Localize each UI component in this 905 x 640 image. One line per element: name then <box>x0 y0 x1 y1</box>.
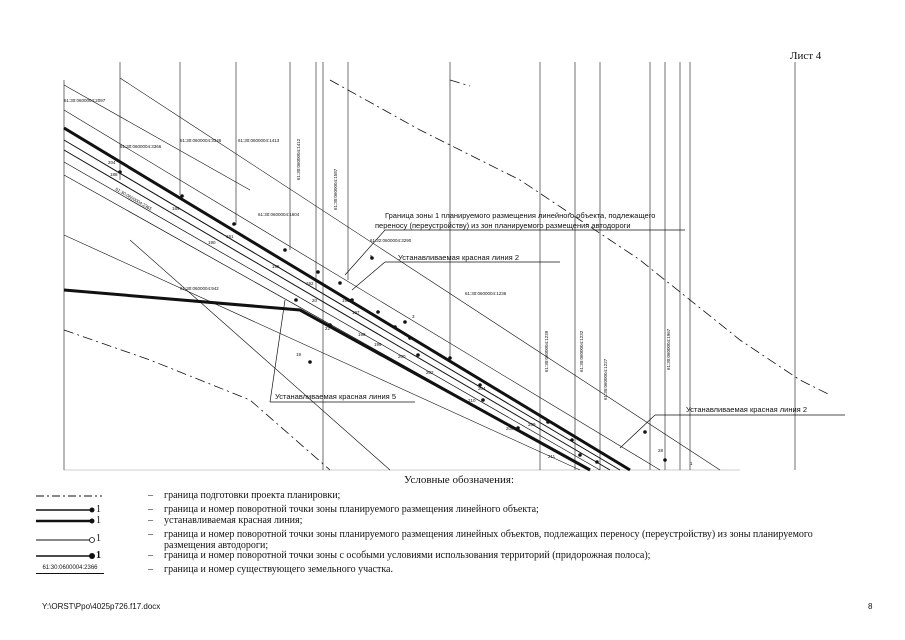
legend-item: 1 – устанавливаемая красная линия; <box>36 515 866 529</box>
parcel-label: 61:30:0600004:3346 <box>180 138 222 143</box>
point-label: 191 <box>226 234 234 239</box>
point-label: 195 <box>272 264 280 269</box>
turning-points <box>118 170 667 464</box>
parcel-label: 61:30:0600004:1236 <box>465 291 507 296</box>
point-label: 1 <box>690 461 693 466</box>
parcel-label: 61:30:0600004:1239 <box>544 330 549 372</box>
point-label: 19 <box>296 352 302 357</box>
legend-title: Условные обозначения: <box>404 474 515 486</box>
parcel-label: 61:30:0600004:1227 <box>603 358 608 400</box>
parcel-label: 61:30:0600004:2097 <box>64 98 106 103</box>
point-label: 200 <box>398 354 406 359</box>
point-label: 198 <box>358 332 366 337</box>
vertical-parcel-lines <box>119 62 796 470</box>
open-circle-line-symbol <box>36 537 95 543</box>
point-label: 209 <box>528 422 536 427</box>
legend-item: 61:30:0600004:2366 – граница и номер сущ… <box>36 564 866 578</box>
parcel-label: 61:30:0600004:1413 <box>238 138 280 143</box>
red-line-symbol <box>36 518 95 524</box>
parcel-label: 61:30:0600004:1412 <box>296 138 301 180</box>
point-label: 22 <box>325 326 331 331</box>
parcel-label: 61:30:0600004:1604 <box>258 212 300 217</box>
site-plan-drawing: 61:30:0600004:2097 61:30:0600004:3366 61… <box>63 62 845 472</box>
callout-red-line-2-right: Устанавливаемая красная линия 2 <box>686 405 807 414</box>
point-label: 192 <box>306 281 314 286</box>
file-path-footer: Y:\ORST\Ppo\4025p726.f17.docx <box>42 602 161 611</box>
point-label: 208 <box>506 426 514 431</box>
point-label: 210 <box>468 398 476 403</box>
callout-zone1-line1: Граница зоны 1 планируемого размещения л… <box>385 211 655 220</box>
point-label: 189 <box>172 206 180 211</box>
point-label: 5 <box>370 254 373 259</box>
point-label: 188 <box>110 172 118 177</box>
point-label: 199 <box>374 342 382 347</box>
sheet-label: Лист 4 <box>790 50 822 62</box>
point-label: 196 <box>342 298 350 303</box>
parcel-label: 61:30:0600004:3366 <box>120 144 162 149</box>
point-label: 204 <box>108 160 116 165</box>
callout-leaders <box>269 229 845 449</box>
planning-boundary-bottom <box>63 329 331 471</box>
legend-item: 1 – граница и номер поворотной точки зон… <box>36 504 866 518</box>
parcel-label: 61:30:0600004:942 <box>180 286 219 291</box>
point-label: 197 <box>352 310 360 315</box>
parcel-label: 61:30:0600004:1232 <box>579 330 584 372</box>
point-label: 202 <box>426 370 434 375</box>
callout-red-line-2-top: Устанавливаемая красная линия 2 <box>398 253 519 262</box>
legend-item: 1 – граница и номер поворотной точки зон… <box>36 550 866 564</box>
callout-red-line-5: Устанавливаемая красная линия 5 <box>275 392 396 401</box>
point-label: 211 <box>548 454 556 459</box>
parcel-label: 61:30:0600004:1967 <box>666 328 671 370</box>
callout-zone1-line2: переносу (переустройству) из зон планиру… <box>375 221 631 230</box>
point-label: 204 <box>478 386 486 391</box>
point-label: 190 <box>208 240 216 245</box>
point-label: 20 <box>312 298 318 303</box>
point-label: 28 <box>658 448 664 453</box>
dash-dot-line-symbol <box>36 495 102 497</box>
roadside-zone-symbol <box>36 553 95 559</box>
parcel-label: 61:32:0600004:3290 <box>370 238 412 243</box>
thick-line-point-symbol <box>36 507 95 513</box>
planning-boundary-top <box>329 79 831 396</box>
point-label: 3 <box>412 314 415 319</box>
legend-item: 1 – граница и номер поворотной точки зон… <box>36 529 866 555</box>
legend-item: – граница подготовки проекта планировки; <box>36 490 866 504</box>
parcel-symbol: 61:30:0600004:2366 <box>36 564 104 574</box>
parcel-label: 61:30:0600004:1587 <box>333 168 338 210</box>
page-number: 8 <box>868 602 873 611</box>
road-corridor <box>63 77 721 472</box>
